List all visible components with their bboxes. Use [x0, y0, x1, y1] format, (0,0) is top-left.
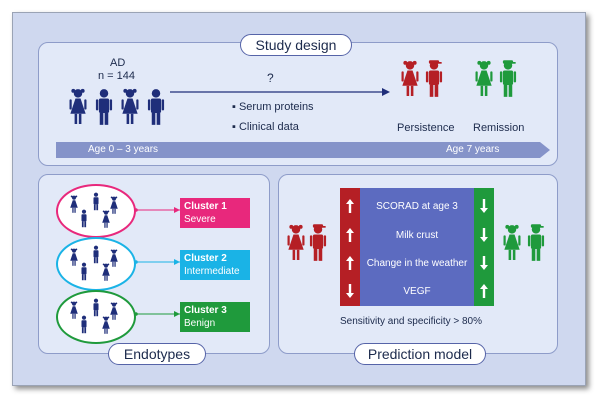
cluster-2-name: Cluster 2 [184, 253, 227, 264]
child-boy-icon [95, 89, 113, 125]
cohort-children-group [69, 88, 165, 125]
child-girl-icon [102, 210, 110, 228]
child-girl-icon [102, 316, 110, 334]
feature-weather: Change in the weather [366, 258, 468, 269]
down-arrow-icon [480, 256, 488, 270]
bullet-text: Clinical data [238, 121, 299, 133]
feature-scorad: SCORAD at age 3 [376, 201, 458, 212]
down-arrow-icon [480, 228, 488, 242]
child-girl-icon [70, 195, 78, 213]
cluster-1-label: Severe [184, 214, 216, 225]
child-boy-icon [81, 209, 87, 228]
cluster-1-name: Cluster 1 [184, 201, 227, 212]
child-girl-icon [70, 248, 78, 266]
persistence-children [401, 60, 443, 97]
follow-up-arrow [170, 88, 390, 96]
feature-vegf: VEGF [403, 286, 431, 297]
child-boy-icon [499, 60, 517, 97]
child-boy-icon [81, 315, 87, 334]
age-start-label: Age 0 – 3 years [88, 144, 159, 155]
child-girl-icon [401, 60, 419, 96]
bullet-serum-proteins: ▪ Serum proteins [232, 101, 314, 113]
cluster-children-icons [70, 192, 118, 334]
remission-children [475, 60, 517, 97]
cluster-3-name: Cluster 3 [184, 305, 227, 316]
child-girl-icon [102, 263, 110, 281]
model-red-column [340, 188, 360, 306]
prediction-remission-children [503, 224, 545, 261]
up-arrow-icon [346, 228, 354, 242]
child-boy-icon [93, 298, 99, 317]
outcome-remission: Remission [473, 122, 525, 134]
prediction-persistence-children [287, 224, 327, 261]
child-boy-icon [93, 192, 99, 211]
model-direction-arrows [346, 199, 488, 298]
feature-milk-crust: Milk crust [395, 230, 439, 241]
cluster-1-box: Cluster 1 Severe [180, 198, 250, 228]
cohort-label: AD [110, 57, 126, 69]
cluster-3-label: Benign [184, 318, 216, 329]
prediction-model-title: Prediction model [354, 343, 486, 365]
child-girl-icon [287, 224, 305, 260]
child-girl-icon [110, 302, 118, 320]
child-boy-icon [81, 262, 87, 281]
study-design-title: Study design [240, 34, 352, 56]
cluster-2-label: Intermediate [184, 266, 240, 277]
child-boy-icon [93, 245, 99, 264]
cluster-3-box: Cluster 3 Benign [180, 302, 250, 332]
child-boy-icon [147, 89, 165, 125]
up-arrow-icon [346, 199, 354, 213]
model-feature-block [360, 188, 474, 306]
child-girl-icon [110, 196, 118, 214]
bullet-text: Serum proteins [238, 101, 314, 113]
child-girl-icon [69, 88, 87, 124]
cluster-2-connector [134, 259, 180, 265]
child-girl-icon [70, 301, 78, 319]
cluster-1-connector [134, 207, 180, 213]
child-girl-icon [110, 249, 118, 267]
down-arrow-icon [480, 199, 488, 213]
outcome-persistence: Persistence [397, 122, 455, 134]
child-boy-icon [309, 224, 327, 261]
up-arrow-icon [480, 284, 488, 298]
down-arrow-icon [346, 284, 354, 298]
child-girl-icon [503, 224, 521, 260]
cluster-3-connector [134, 311, 180, 317]
cluster-2-box: Cluster 2 Intermediate [180, 250, 250, 280]
up-arrow-icon [346, 256, 354, 270]
bullet-clinical-data: ▪ Clinical data [232, 121, 299, 133]
child-boy-icon [527, 224, 545, 261]
child-boy-icon [425, 60, 443, 97]
child-girl-icon [121, 88, 139, 124]
child-girl-icon [475, 60, 493, 96]
age-timeline-arrow [56, 142, 550, 158]
endotypes-title: Endotypes [108, 343, 206, 365]
cohort-size: n = 144 [98, 70, 136, 82]
age-end-label: Age 7 years [446, 144, 500, 155]
model-summary: Sensitivity and specificity > 80% [340, 316, 483, 327]
cluster-connector-lines [134, 207, 180, 317]
question-mark: ? [267, 71, 274, 85]
model-green-column [474, 188, 494, 306]
